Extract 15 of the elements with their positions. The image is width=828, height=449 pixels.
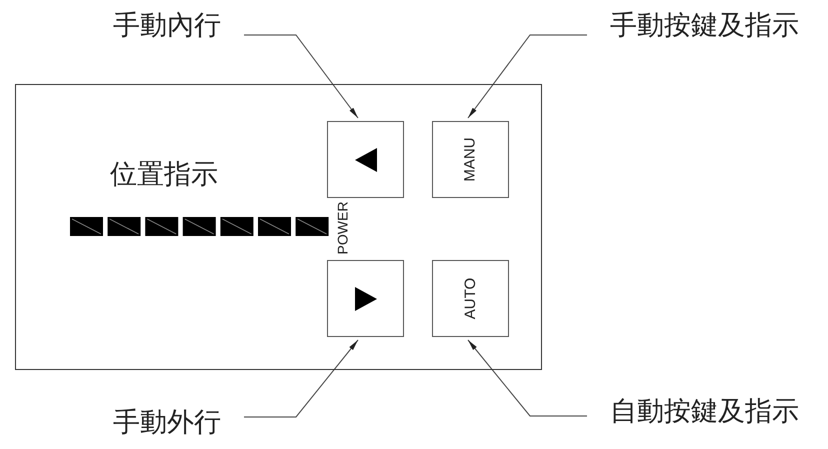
- leader-arrow: [244, 34, 358, 118]
- leader-arrow: [468, 340, 588, 416]
- display-label: 位置指示: [110, 160, 218, 190]
- callout-label: 自動按鍵及指示: [610, 396, 799, 428]
- control-panel: [15, 84, 542, 370]
- key-button: MANU: [432, 121, 509, 198]
- callout-label: 手動內行: [113, 10, 221, 42]
- power-label: POWER: [335, 202, 351, 254]
- leader-arrow: [468, 34, 588, 118]
- leader-arrow: [244, 340, 358, 418]
- callout-label: 手動外行: [113, 407, 221, 438]
- key-button: [327, 260, 404, 337]
- callout-label: 手動按鍵及指示: [610, 10, 799, 42]
- key-button: [327, 121, 404, 198]
- key-button: AUTO: [432, 260, 509, 337]
